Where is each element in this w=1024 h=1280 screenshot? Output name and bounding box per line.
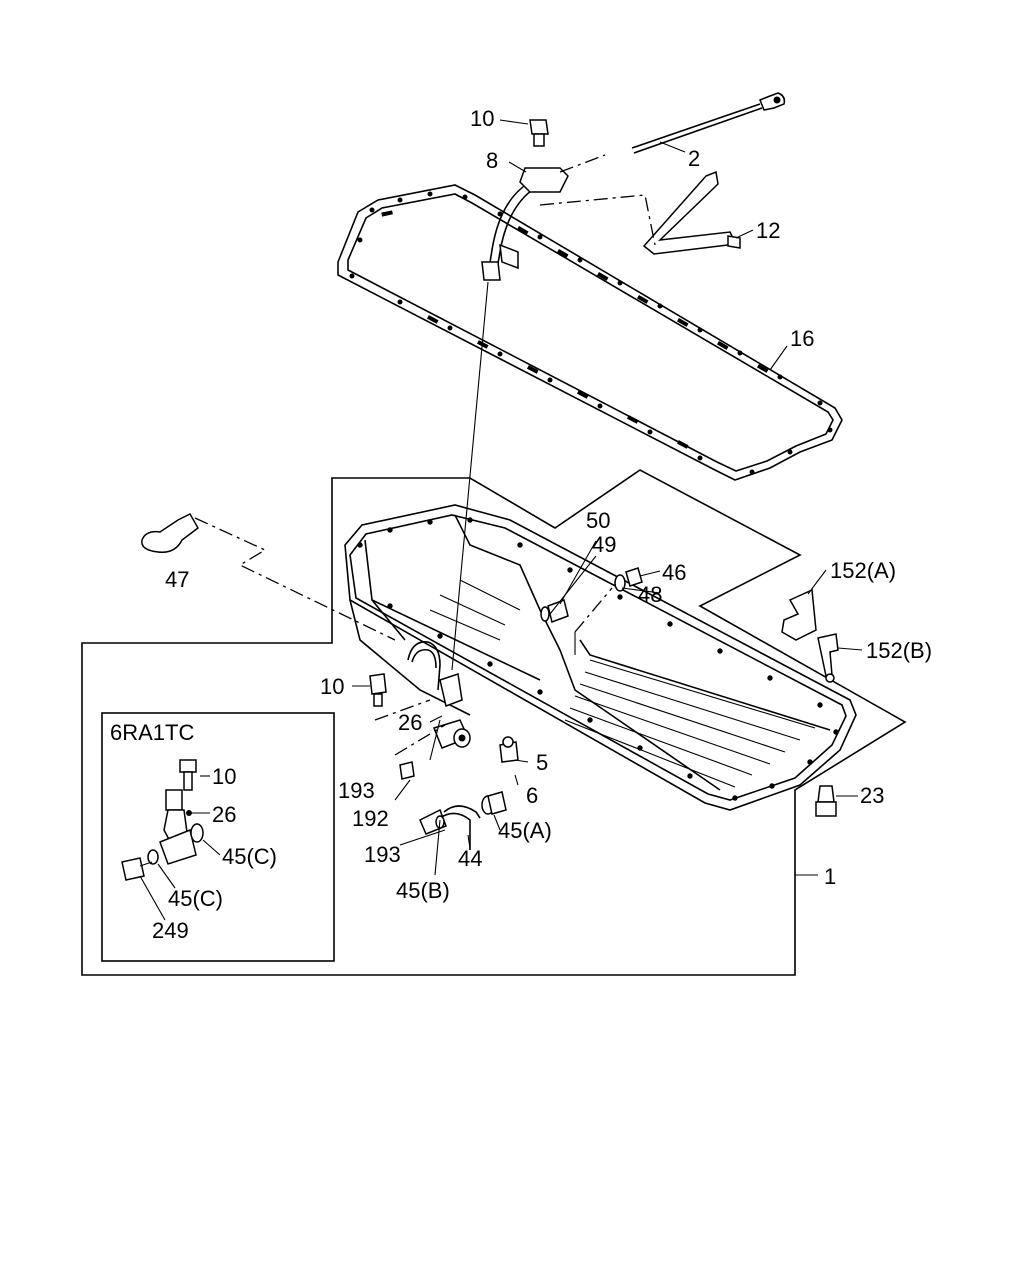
label-192: 192	[352, 806, 389, 831]
oil-hose-clip	[141, 513, 396, 641]
oil-pipe-assembly	[369, 673, 529, 876]
label-49: 49	[592, 532, 616, 557]
label-47: 47	[165, 567, 189, 592]
label-10-mid: 10	[320, 674, 344, 699]
label-45a: 45(A)	[498, 818, 552, 843]
label-8: 8	[486, 148, 498, 173]
bracket-152	[781, 569, 863, 683]
label-45b: 45(B)	[396, 878, 450, 903]
oil-pan-gasket	[337, 184, 843, 481]
variant-inset-box	[101, 712, 335, 962]
label-152b: 152(B)	[866, 638, 932, 663]
label-10-top: 10	[470, 106, 494, 131]
label-1: 1	[824, 864, 836, 889]
label-46: 46	[662, 560, 686, 585]
inset-label-10: 10	[212, 764, 236, 789]
leader-lines	[352, 119, 788, 723]
oil-pan	[344, 504, 857, 811]
label-152a: 152(A)	[830, 558, 896, 583]
drain-plug	[815, 785, 858, 817]
label-193-b: 193	[364, 842, 401, 867]
label-48: 48	[638, 582, 662, 607]
label-23: 23	[860, 783, 884, 808]
inset-label-26: 26	[212, 802, 236, 827]
inset-label-45c-2: 45(C)	[168, 886, 223, 911]
inset-title: 6RA1TC	[110, 720, 194, 745]
bolt-10-top	[529, 119, 549, 147]
label-16: 16	[790, 326, 814, 351]
label-193-a: 193	[338, 778, 375, 803]
inset-label-45c-1: 45(C)	[222, 844, 277, 869]
label-26-mid: 26	[398, 710, 422, 735]
label-50: 50	[586, 508, 610, 533]
label-5: 5	[536, 750, 548, 775]
oil-level-gauge-dipstick	[631, 92, 786, 154]
label-44: 44	[458, 846, 482, 871]
label-12: 12	[756, 218, 780, 243]
dipstick-bracket	[539, 170, 741, 255]
assembly-outline	[81, 469, 907, 976]
inset-parts	[121, 759, 221, 921]
label-2: 2	[688, 146, 700, 171]
inset-label-249: 249	[152, 918, 189, 943]
nut-washer-set	[540, 540, 661, 655]
dipstick-guide-tube	[451, 154, 606, 671]
label-6: 6	[526, 783, 538, 808]
